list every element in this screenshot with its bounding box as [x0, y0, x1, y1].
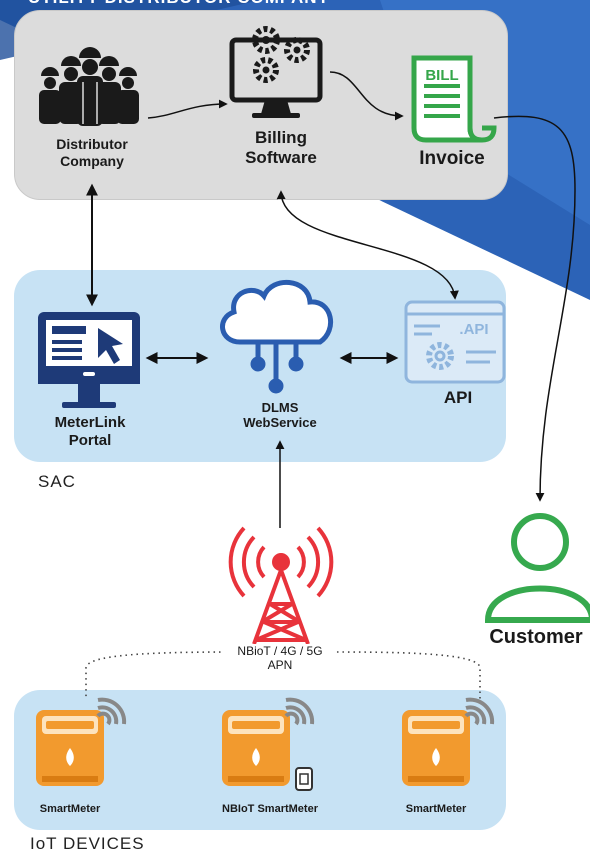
api-label: API [443, 388, 473, 407]
arrow-billing-api [276, 190, 459, 300]
dlms-webservice-label: DLMS WebService [243, 400, 317, 431]
smart-meter-icon [402, 697, 495, 786]
arrow-distributor-to-billing [147, 99, 228, 119]
computer-gears-icon [229, 26, 323, 118]
api-window-icon [404, 300, 506, 384]
header-title: UTILITY DISTRIBUTOR COMPANY [28, 0, 330, 8]
dotted-connector-left [85, 651, 249, 700]
sac-section-label: SAC [38, 472, 76, 491]
iot-devices-section-label: IoT DEVICES [30, 834, 145, 853]
meter-label: SmartMeter [39, 803, 101, 815]
workers-icon [39, 47, 139, 126]
cell-tower-icon [228, 526, 334, 645]
distributor-company-label: Distributor Company [56, 136, 128, 169]
invoice-icon [411, 55, 497, 143]
customer-label: Customer [489, 626, 583, 648]
bill-icon-text: BILL [425, 67, 458, 84]
arrow-invoice-to-customer [493, 115, 576, 502]
arrow-billing-to-invoice [329, 71, 404, 121]
meterlink-monitor-icon [38, 312, 140, 408]
network-label: NBioT / 4G / 5G APN [224, 644, 336, 673]
cloud-icon [220, 280, 333, 394]
dotted-connector-right [325, 651, 481, 700]
billing-software-label: Billing Software [245, 128, 317, 168]
meter-label: SmartMeter [405, 803, 467, 815]
customer-icon [484, 513, 590, 623]
api-icon-text: .API [459, 321, 488, 338]
smart-meter-icon [36, 697, 127, 786]
meter-label: NBIoT SmartMeter [222, 803, 318, 815]
meterlink-portal-label: MeterLink Portal [54, 414, 126, 449]
invoice-label: Invoice [419, 148, 485, 169]
nbiot-smart-meter-icon [222, 697, 315, 791]
